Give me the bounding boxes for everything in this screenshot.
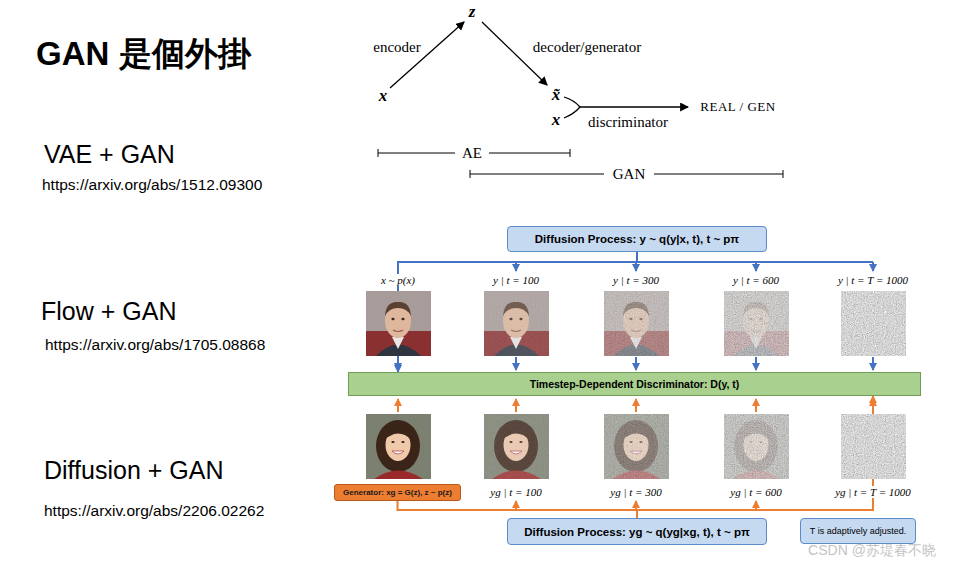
discriminator-band: Timestep-Dependent Discriminator: D(y, t… xyxy=(348,372,921,396)
face-image xyxy=(484,291,549,356)
face-image xyxy=(484,414,549,479)
branch-arrow xyxy=(635,399,637,412)
branch-arrow xyxy=(872,262,874,271)
bracket-tick xyxy=(783,170,784,178)
math-symbol: x̃ xyxy=(552,85,561,105)
paper-link: https://arxiv.org/abs/1512.09300 xyxy=(42,176,262,194)
bracket-line xyxy=(378,153,455,154)
branch-arrow xyxy=(872,357,874,370)
output-label: REAL / GEN xyxy=(700,99,775,115)
paper-link: https://arxiv.org/abs/2206.02262 xyxy=(44,502,264,520)
node-text: Timestep-Dependent Discriminator: D(y, t… xyxy=(530,378,740,390)
math-symbol: z xyxy=(469,2,476,22)
math-symbol: x xyxy=(552,110,561,130)
noise-image xyxy=(841,414,906,479)
arrow-label: decoder/generator xyxy=(533,39,641,56)
branch-arrow xyxy=(515,399,517,412)
column-label: y | t = T = 1000 xyxy=(836,274,910,286)
generator-box: Generator: xg = G(z), z ~ p(z) xyxy=(334,484,461,501)
bracket-tick xyxy=(570,149,571,157)
bracket-label: AE xyxy=(462,145,482,162)
branch-arrow xyxy=(515,262,517,271)
flow-connector xyxy=(637,396,873,518)
face-image xyxy=(604,414,669,479)
branch-arrow xyxy=(755,262,757,271)
column-label: x ~ p(x) xyxy=(379,274,417,286)
face-image xyxy=(724,291,789,356)
discriminator-arrow xyxy=(580,106,688,107)
node-text: Diffusion Process: yg ~ q(yg|xg, t), t ~… xyxy=(524,526,749,538)
method-name: VAE + GAN xyxy=(44,140,175,169)
branch-arrow xyxy=(755,357,757,370)
column-label: yg | t = T = 1000 xyxy=(833,486,913,498)
branch-arrow xyxy=(635,357,637,370)
slide-title: GAN 是個外掛 xyxy=(36,32,251,77)
branch-arrow xyxy=(755,399,757,412)
bracket-line xyxy=(470,174,604,175)
branch-arrow xyxy=(755,501,757,510)
node-text: T is adaptively adjusted. xyxy=(810,526,906,536)
noise-image xyxy=(841,291,906,356)
node-text: Generator: xg = G(z), z ~ p(z) xyxy=(343,488,452,497)
encoder-arrow xyxy=(390,22,464,88)
noise-overlay xyxy=(484,414,549,479)
math-symbol: x xyxy=(379,86,388,106)
bracket-tick xyxy=(470,170,471,178)
arrow-label: encoder xyxy=(373,39,420,56)
real-images xyxy=(366,291,906,356)
bracket-tick xyxy=(378,149,379,157)
face-image xyxy=(366,291,431,356)
face-image xyxy=(366,414,431,479)
column-label: y | t = 600 xyxy=(731,274,781,286)
noise-overlay xyxy=(724,291,789,356)
bracket-line xyxy=(489,153,570,154)
bracket-label: GAN xyxy=(613,166,646,183)
branch-arrow xyxy=(635,262,637,271)
face-image xyxy=(604,291,669,356)
noise-overlay xyxy=(724,414,789,479)
column-label: y | t = 300 xyxy=(611,274,661,286)
noise-overlay xyxy=(484,291,549,356)
node-text: Diffusion Process: y ~ q(y|x, t), t ~ pπ xyxy=(535,233,739,245)
method-name: Diffusion + GAN xyxy=(44,456,223,485)
generated-images xyxy=(366,414,906,479)
merge-line xyxy=(564,97,580,118)
column-label: y | t = 100 xyxy=(491,274,541,286)
noise-overlay xyxy=(604,414,669,479)
bracket-line xyxy=(654,174,783,175)
branch-arrow xyxy=(635,501,637,510)
noise-overlay xyxy=(604,291,669,356)
flow-connector xyxy=(398,252,637,372)
watermark: CSDN @苏堤春不晓 xyxy=(808,542,936,560)
process-box: Diffusion Process: yg ~ q(yg|xg, t), t ~… xyxy=(507,518,767,545)
arrow-label: discriminator xyxy=(588,114,668,131)
note-box: T is adaptively adjusted. xyxy=(800,518,916,544)
column-label: yg | t = 600 xyxy=(728,486,783,498)
process-box: Diffusion Process: y ~ q(y|x, t), t ~ pπ xyxy=(507,226,767,252)
branch-arrow xyxy=(515,501,517,510)
flow-connector xyxy=(398,501,638,518)
branch-arrow xyxy=(397,399,399,412)
paper-link: https://arxiv.org/abs/1705.08868 xyxy=(45,336,265,354)
column-label: yg | t = 100 xyxy=(488,486,543,498)
face-image xyxy=(724,414,789,479)
branch-arrow xyxy=(515,357,517,370)
column-label: yg | t = 300 xyxy=(608,486,663,498)
method-name: Flow + GAN xyxy=(41,297,176,326)
